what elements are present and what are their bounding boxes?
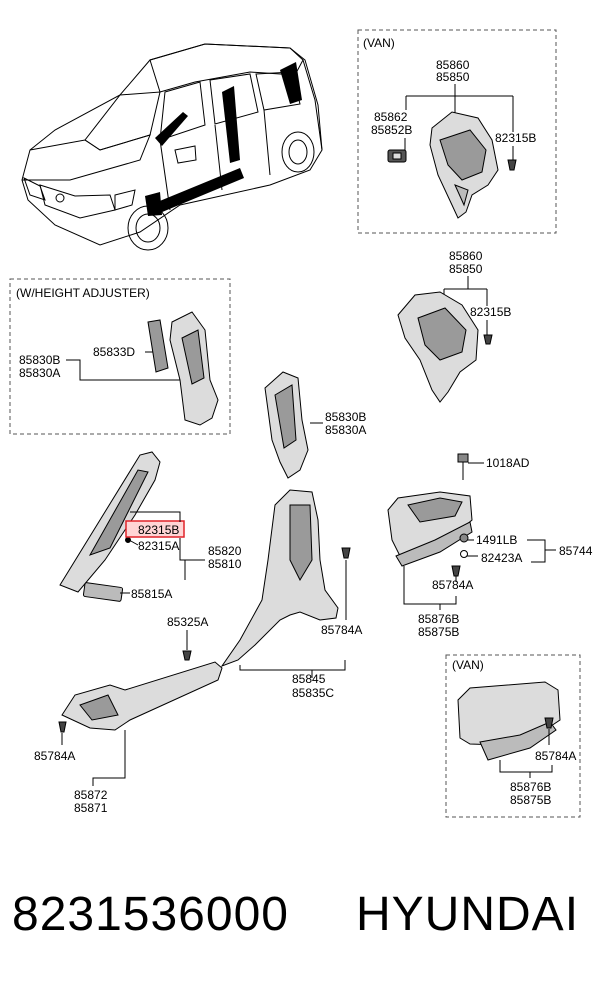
label-85845: 85845 — [292, 672, 326, 686]
car-trim-highlights — [145, 62, 302, 216]
van-top-group-box — [357, 29, 557, 234]
label-85810: 85810 — [208, 557, 242, 571]
sill-leader-lines — [61, 730, 126, 786]
van-top-pillar-part — [387, 111, 517, 219]
label-85835c: 85835C — [292, 686, 334, 700]
label-85784a-right: 85784A — [432, 578, 473, 592]
b-pillar-lower-part — [220, 489, 351, 668]
label-85784a-sill: 85784A — [34, 749, 75, 763]
label-85784a-center: 85784A — [321, 623, 362, 637]
label-85850-mid: 85850 — [449, 262, 483, 276]
label-85850-van: 85850 — [436, 70, 470, 84]
label-1018ad: 1018AD — [486, 456, 530, 470]
part-number: 8231536000 — [12, 888, 289, 941]
van-top-group-label: (VAN) — [363, 36, 395, 50]
clip-85325a — [182, 650, 192, 661]
label-85744: 85744 — [559, 544, 593, 558]
label-85876b: 85876B — [418, 612, 459, 626]
label-85875b: 85875B — [418, 625, 459, 639]
label-85872: 85872 — [74, 788, 108, 802]
adj-pillar-part — [147, 311, 219, 426]
label-85325a: 85325A — [167, 615, 208, 629]
van-bottom-group-label: (VAN) — [452, 658, 484, 672]
brand-name: HYUNDAI — [356, 888, 580, 941]
van-bottom-group-box — [445, 654, 581, 818]
label-85871: 85871 — [74, 801, 108, 815]
label-85830a-adj: 85830A — [19, 366, 60, 380]
height-adjuster-group-box — [9, 278, 231, 435]
mid-pillar-part — [397, 291, 493, 403]
height-adjuster-group-label: (W/HEIGHT ADJUSTER) — [16, 286, 150, 300]
tray-fasteners — [451, 533, 469, 577]
tray-part — [387, 491, 473, 567]
highlight-82315b-box — [125, 520, 185, 538]
car-illustration — [21, 43, 323, 251]
side-sill-part — [58, 661, 223, 733]
label-85820: 85820 — [208, 544, 242, 558]
label-85815a: 85815A — [131, 587, 172, 601]
footer: 8231536000 HYUNDAI — [0, 880, 600, 950]
label-82315b-van: 82315B — [495, 131, 536, 145]
label-85833d: 85833D — [93, 345, 135, 359]
label-82423a: 82423A — [481, 551, 522, 565]
label-1491lb: 1491LB — [476, 533, 517, 547]
bolt-1018ad — [457, 453, 484, 480]
label-85875b-van-bottom: 85875B — [510, 793, 551, 807]
label-82315b-mid: 82315B — [470, 305, 511, 319]
label-85860-mid: 85860 — [449, 249, 483, 263]
center-leader-lines — [186, 560, 347, 678]
label-82315a: 82315A — [138, 539, 179, 553]
label-85876b-van-bottom: 85876B — [510, 780, 551, 794]
van-step-part — [457, 681, 561, 761]
label-85852b-van: 85852B — [371, 123, 412, 137]
van-bottom-leader-lines — [499, 729, 553, 778]
label-85830b-adj: 85830B — [19, 353, 60, 367]
b-pillar-upper-part — [264, 371, 309, 479]
label-85860-van: 85860 — [436, 58, 470, 72]
label-85830b-b: 85830B — [325, 410, 366, 424]
a-pillar-part — [59, 451, 161, 602]
label-85830a-b: 85830A — [325, 423, 366, 437]
tray-leader-lines — [403, 539, 556, 610]
label-85784a-van-bottom: 85784A — [535, 749, 576, 763]
label-85862-van: 85862 — [374, 110, 408, 124]
a-pillar-leader-lines — [120, 511, 205, 594]
label-82315b-highlighted: 82315B — [138, 523, 179, 537]
